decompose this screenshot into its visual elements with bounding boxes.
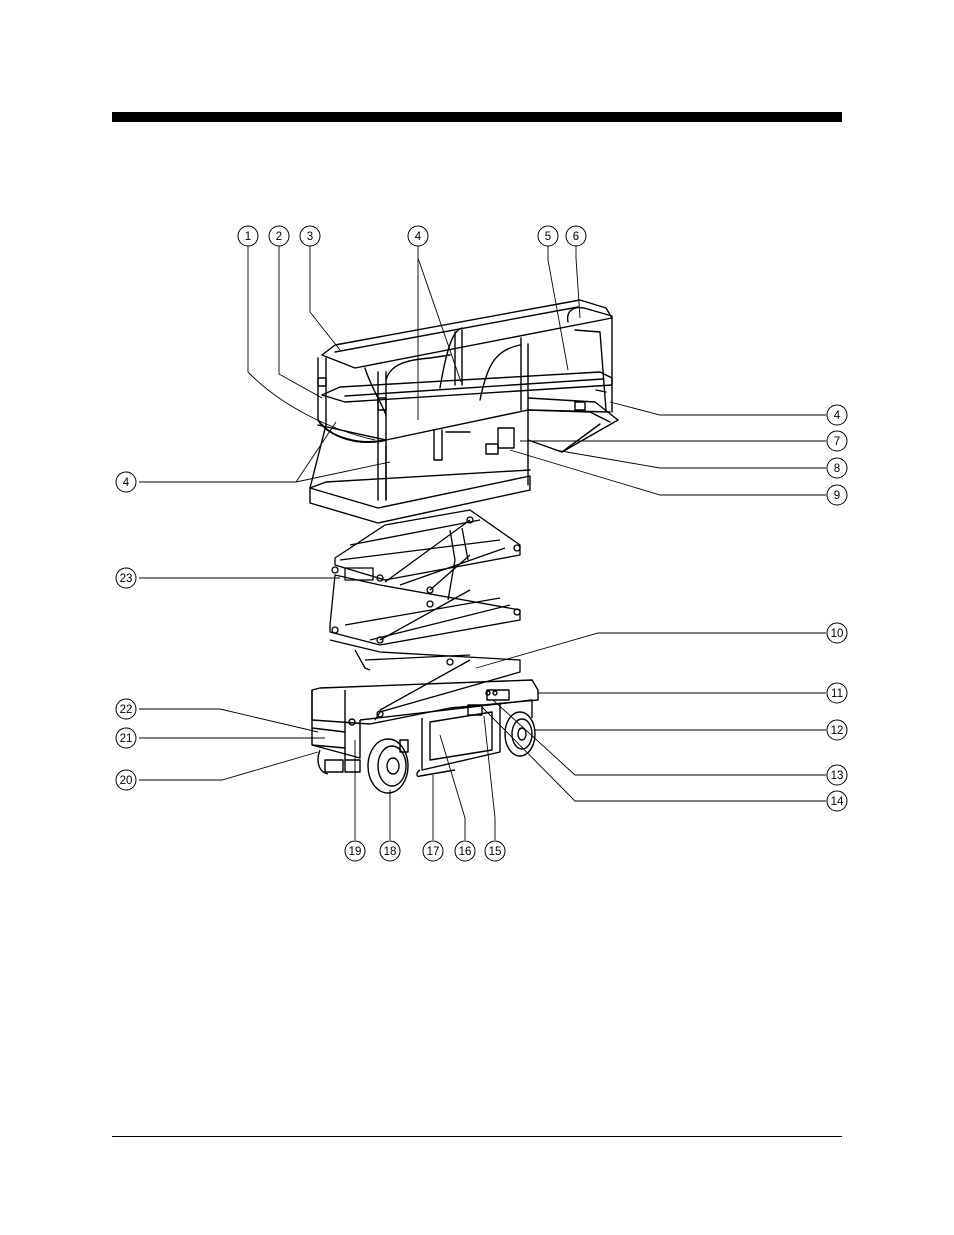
callout-bubble — [826, 404, 848, 426]
callout-label: 19 — [349, 846, 362, 858]
callout-bubble — [826, 790, 848, 812]
callout-label: 15 — [489, 846, 502, 858]
scissor-arms — [329, 509, 521, 721]
callout-bubble — [299, 225, 321, 247]
callout-label: 20 — [120, 775, 133, 787]
callout-bubble — [454, 840, 476, 862]
callout-label: 10 — [831, 628, 844, 640]
callout-bubble — [422, 840, 444, 862]
callout-bubble — [115, 567, 137, 589]
callout-bubble — [115, 698, 137, 720]
callout-bubble — [826, 457, 848, 479]
callout-bubbles: 1 2 3 4 5 6 4 7 8 9 4 23 10 11 12 13 14 … — [115, 225, 848, 862]
callout-label: 14 — [831, 796, 844, 808]
callout-label: 3 — [307, 231, 313, 243]
footer-rule — [112, 1136, 842, 1137]
callout-label: 17 — [427, 846, 440, 858]
callout-bubble — [115, 471, 137, 493]
callout-label: 2 — [276, 231, 282, 243]
rear-wheel — [504, 711, 536, 757]
leader-lines — [139, 246, 826, 840]
chassis — [311, 679, 539, 778]
callout-bubble — [826, 430, 848, 452]
callout-label: 21 — [120, 733, 133, 745]
callout-label: 1 — [245, 231, 251, 243]
callout-bubble — [484, 840, 506, 862]
callout-label: 4 — [834, 410, 841, 422]
callout-bubble — [115, 727, 137, 749]
guardrail-assembly — [309, 299, 619, 524]
callout-label: 5 — [545, 231, 551, 243]
callout-bubble — [115, 769, 137, 791]
callout-label: 23 — [120, 573, 133, 585]
callout-label: 12 — [831, 725, 844, 737]
callout-bubble — [826, 764, 848, 786]
front-wheel — [367, 738, 409, 794]
callout-label: 7 — [834, 436, 840, 448]
callout-label: 4 — [123, 477, 130, 489]
callout-bubble — [565, 225, 587, 247]
callout-bubble — [344, 840, 366, 862]
callout-label: 9 — [834, 490, 840, 502]
callout-label: 11 — [831, 688, 843, 700]
callout-bubble — [537, 225, 559, 247]
callout-label: 6 — [573, 231, 579, 243]
callout-bubble — [826, 719, 848, 741]
callout-label: 16 — [459, 846, 472, 858]
callout-label: 22 — [120, 704, 133, 716]
callout-bubble — [826, 484, 848, 506]
callout-bubble — [379, 840, 401, 862]
callout-bubble — [826, 682, 848, 704]
callout-bubble — [407, 225, 429, 247]
callout-bubble — [268, 225, 290, 247]
callout-label: 18 — [384, 846, 397, 858]
callout-label: 8 — [834, 463, 840, 475]
callout-label: 4 — [415, 231, 422, 243]
callout-label: 13 — [831, 770, 844, 782]
header-rule — [112, 112, 842, 122]
callout-bubble — [826, 622, 848, 644]
callout-bubble — [237, 225, 259, 247]
wheels — [317, 711, 536, 794]
